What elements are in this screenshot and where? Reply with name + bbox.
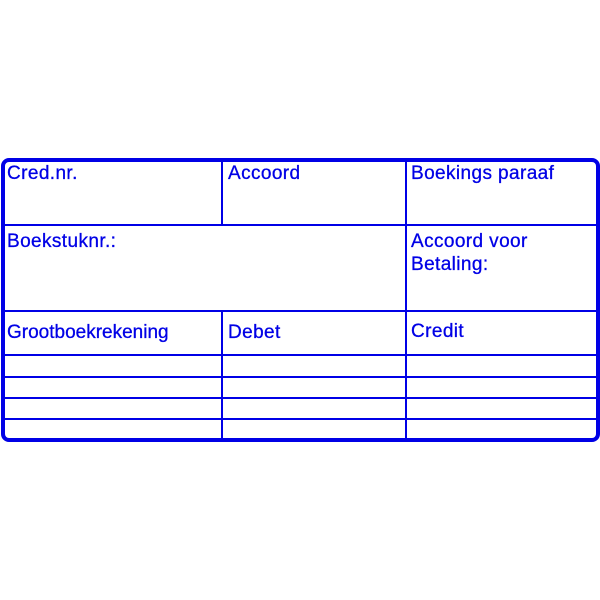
accoord-voor-label: Accoord voor <box>411 231 528 252</box>
grootboekrekening-header: Grootboekrekening <box>7 322 169 343</box>
credit-header: Credit <box>411 321 465 342</box>
row-divider <box>3 376 597 378</box>
column-divider <box>221 311 223 439</box>
row-divider <box>3 224 597 226</box>
row-divider <box>3 310 597 312</box>
cred-nr-label: Cred.nr. <box>7 163 78 184</box>
betaling-label: Betaling: <box>411 254 489 275</box>
boekstuknr-label: Boekstuknr.: <box>7 231 117 252</box>
debet-header: Debet <box>228 322 281 343</box>
row-divider <box>3 418 597 420</box>
stamp-frame <box>1 158 600 442</box>
boekings-paraaf-label: Boekings paraaf <box>411 163 555 184</box>
column-divider <box>405 160 407 439</box>
column-divider <box>221 160 223 225</box>
row-divider <box>3 397 597 399</box>
row-divider <box>3 354 597 356</box>
accoord-label: Accoord <box>228 163 301 184</box>
